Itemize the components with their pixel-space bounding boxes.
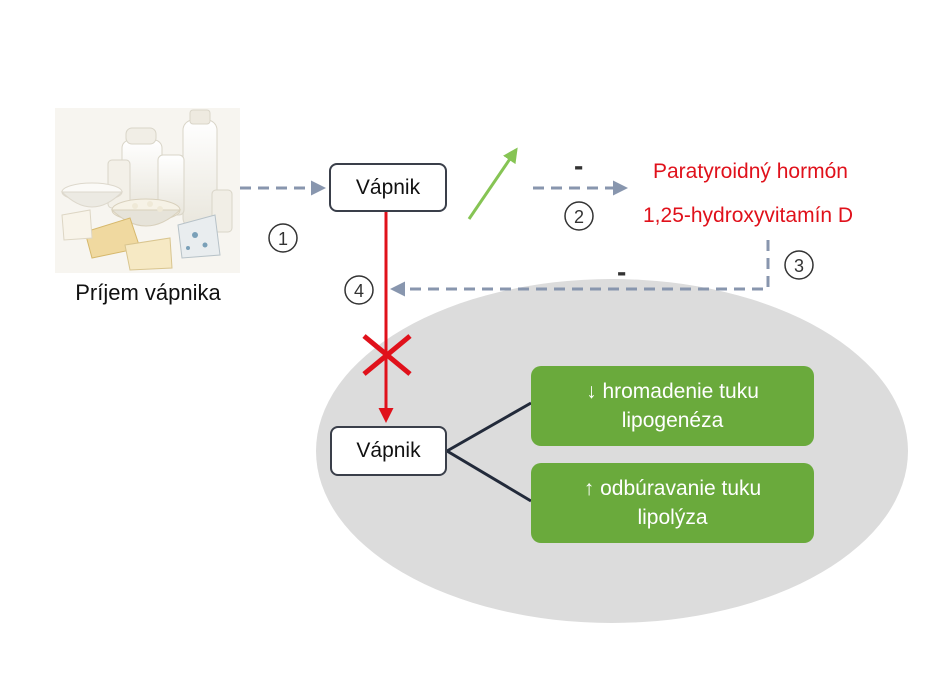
effect-box-lipolysis: ↑ odbúravanie tuku lipolýza: [531, 463, 814, 543]
effect-1-line-1: ↓ hromadenie tuku: [586, 380, 759, 403]
step-marker-2: 2: [564, 201, 594, 231]
inhibition-sign-2: -: [617, 256, 627, 287]
svg-text:3: 3: [794, 256, 804, 276]
connector-to-effect-2: [446, 449, 532, 503]
hormone-vitamin-d: 1,25-hydroxyvitamín D: [643, 204, 854, 227]
intake-label: Príjem vápnika: [75, 280, 221, 305]
effect-2-line-1: ↑ odbúravanie tuku: [583, 477, 762, 500]
feedback-arrow: [390, 240, 770, 297]
effect-box-lipogenesis: ↓ hromadenie tuku lipogenéza: [531, 366, 814, 446]
increase-arrow: [467, 147, 518, 220]
calcium-box-bottom-label: Vápnik: [356, 439, 421, 462]
svg-text:1: 1: [278, 229, 288, 249]
svg-text:4: 4: [354, 281, 364, 301]
step-marker-4: 4: [344, 275, 374, 305]
svg-text:2: 2: [574, 207, 584, 227]
block-x-icon: [362, 334, 412, 376]
calcium-box-bottom: Vápnik: [330, 426, 447, 476]
hormone-pth: Paratyroidný hormón: [653, 160, 848, 183]
calcium-box-top: Vápnik: [329, 163, 447, 212]
calcium-box-top-label: Vápnik: [355, 175, 421, 199]
step-marker-3: 3: [784, 250, 814, 280]
effect-1-line-2: lipogenéza: [621, 409, 724, 432]
inhibition-sign-1: -: [574, 150, 584, 181]
dairy-products-photo: [55, 108, 240, 273]
connector-to-effect-1: [446, 401, 532, 453]
step-marker-1: 1: [268, 223, 298, 253]
effect-2-line-2: lipolýza: [637, 506, 708, 529]
